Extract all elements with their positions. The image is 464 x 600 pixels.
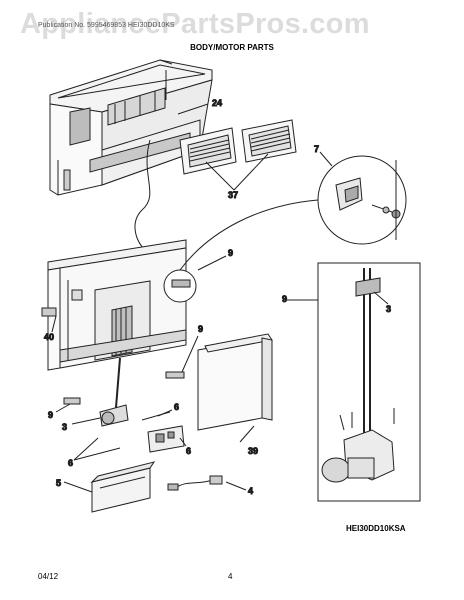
callout-37: 37 — [228, 190, 238, 200]
callout-6: 6 — [68, 458, 73, 468]
footer-date: 04/12 — [38, 572, 59, 581]
motor-drive-assembly — [99, 357, 129, 427]
vent-frame-part — [47, 239, 187, 371]
callout-9: 9 — [48, 410, 53, 420]
power-cord-part — [167, 475, 223, 491]
callout-6: 6 — [186, 446, 191, 456]
lift-motor-assembly — [321, 268, 395, 483]
page-number: 4 — [228, 572, 233, 581]
callout-3: 3 — [62, 422, 67, 432]
cover-panel-part — [197, 333, 273, 431]
callout-39: 39 — [248, 446, 258, 456]
bracket-part — [63, 397, 81, 405]
callout-4: 4 — [248, 486, 253, 496]
control-board-part — [147, 425, 185, 453]
callout-24: 24 — [212, 98, 222, 108]
callout-9: 9 — [198, 324, 203, 334]
grille-panel — [241, 119, 297, 163]
wire-harness — [134, 139, 151, 251]
callout-leaders — [51, 103, 389, 493]
watermark: AppliancePartsPros.com — [20, 8, 370, 40]
callout-3: 9 — [282, 294, 287, 304]
vent-body-part — [49, 59, 213, 196]
callout-9: 40 — [44, 332, 54, 342]
bracket-part — [165, 371, 185, 379]
clip-part — [335, 177, 401, 219]
callout-5: 5 — [56, 478, 61, 488]
grille-panel — [179, 127, 237, 175]
callout-40: 3 — [386, 304, 391, 314]
callout-7: 7 — [314, 144, 319, 154]
model-code: HEI30DD10KSA — [346, 524, 406, 533]
callout-6: 6 — [174, 402, 179, 412]
bracket-part — [41, 307, 57, 317]
bracket-part — [171, 279, 191, 288]
detail-leader — [179, 199, 319, 271]
callout-9: 9 — [228, 248, 233, 258]
publication-subheader: Publication No. 5995469853 HEI30DD10KS — [38, 22, 175, 29]
section-title: BODY/MOTOR PARTS — [190, 43, 274, 52]
electrical-box-part — [90, 461, 156, 513]
